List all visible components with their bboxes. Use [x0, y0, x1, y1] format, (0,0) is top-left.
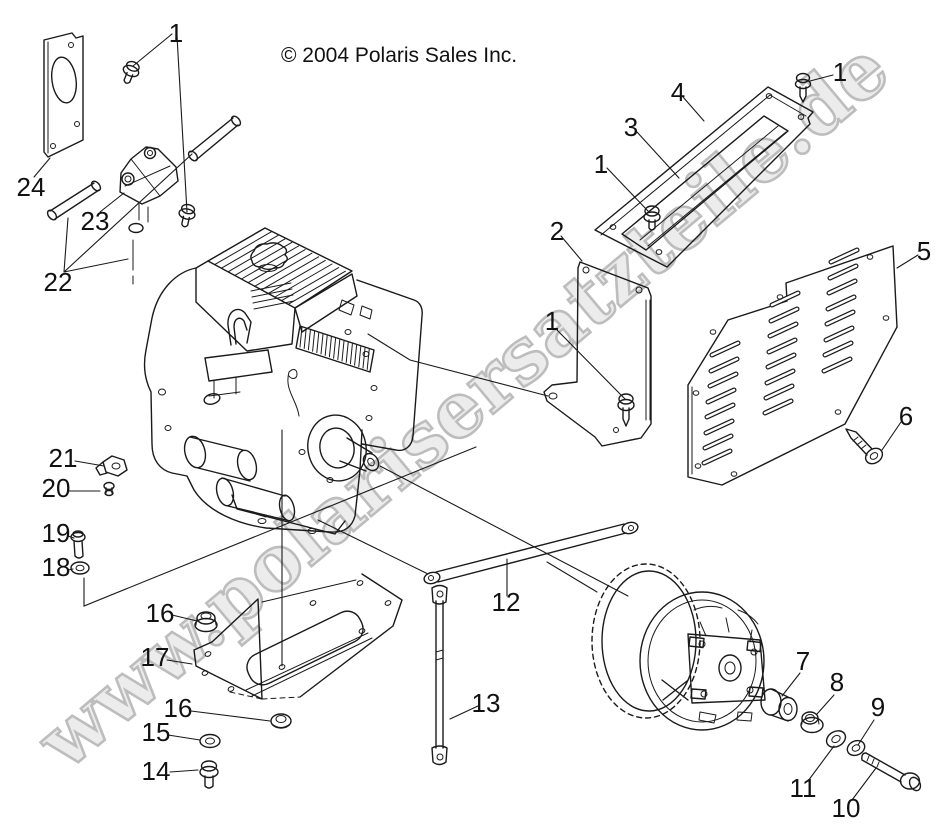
support-bracket-part-2	[543, 261, 652, 447]
callout-8: 8	[830, 667, 844, 697]
callout-12: 12	[492, 587, 521, 617]
callout-1-top: 1	[169, 18, 183, 48]
callout-1-low: 1	[545, 306, 559, 336]
callout-16b: 16	[164, 693, 193, 723]
bushing-part-8	[800, 711, 824, 734]
heat-shield-panel-part-3-4	[594, 86, 814, 268]
callout-7: 7	[796, 646, 810, 676]
callout-6: 6	[899, 401, 913, 431]
washer-part-15	[199, 733, 221, 749]
callout-1-topright: 1	[833, 57, 847, 87]
leader-lines	[33, 33, 919, 801]
link-rod-part-12	[423, 521, 639, 585]
plug-part-20	[103, 481, 115, 497]
callout-16: 16	[146, 598, 175, 628]
bolt-part-19	[70, 530, 86, 559]
callout-10: 10	[832, 793, 861, 823]
link-rod-part-13	[431, 584, 448, 766]
callout-19: 19	[42, 518, 71, 548]
washer-part-18	[70, 561, 90, 575]
spacer-part-7	[760, 688, 798, 722]
clutch-assembly	[591, 563, 766, 731]
mount-bracket-part-23	[119, 146, 179, 223]
washer-part-9	[846, 739, 866, 757]
callout-3: 3	[624, 112, 638, 142]
callout-1-mid: 1	[594, 149, 608, 179]
flange-nut-part-16	[194, 611, 218, 633]
callout-9: 9	[871, 692, 885, 722]
bolt-part-10	[861, 752, 922, 792]
callout-18: 18	[42, 552, 71, 582]
bolt-part-14	[199, 760, 219, 789]
callout-11: 11	[790, 773, 817, 803]
grommet-part-16b	[270, 713, 292, 729]
callout-labels: 1 24 23 22 4 3 1 1 2 5 1 6 21 20 19 18 1…	[17, 18, 932, 823]
callout-22: 22	[44, 267, 73, 297]
callout-14: 14	[142, 756, 171, 786]
washer-part-11	[825, 730, 847, 748]
callout-4: 4	[671, 77, 685, 107]
vent-panel-part-5	[687, 245, 898, 486]
tapping-screw-part-6	[845, 428, 884, 465]
callout-20: 20	[42, 473, 71, 503]
callout-5: 5	[917, 236, 931, 266]
callout-21: 21	[49, 443, 78, 473]
callout-2: 2	[550, 216, 564, 246]
engine-illustration	[143, 227, 423, 535]
mount-plate-part-17	[193, 573, 403, 700]
copyright-notice: © 2004 Polaris Sales Inc.	[281, 44, 517, 67]
adapter-plate-part-24	[43, 32, 84, 158]
spacer-tubes-part-22	[46, 115, 242, 285]
callout-24: 24	[17, 172, 46, 202]
fitting-part-21	[95, 455, 128, 477]
callout-17: 17	[141, 642, 170, 672]
callout-23: 23	[81, 206, 110, 236]
callout-15: 15	[142, 717, 171, 747]
callout-13: 13	[472, 688, 501, 718]
watermark-text: www.polarisersatzteile.de	[20, 24, 905, 787]
